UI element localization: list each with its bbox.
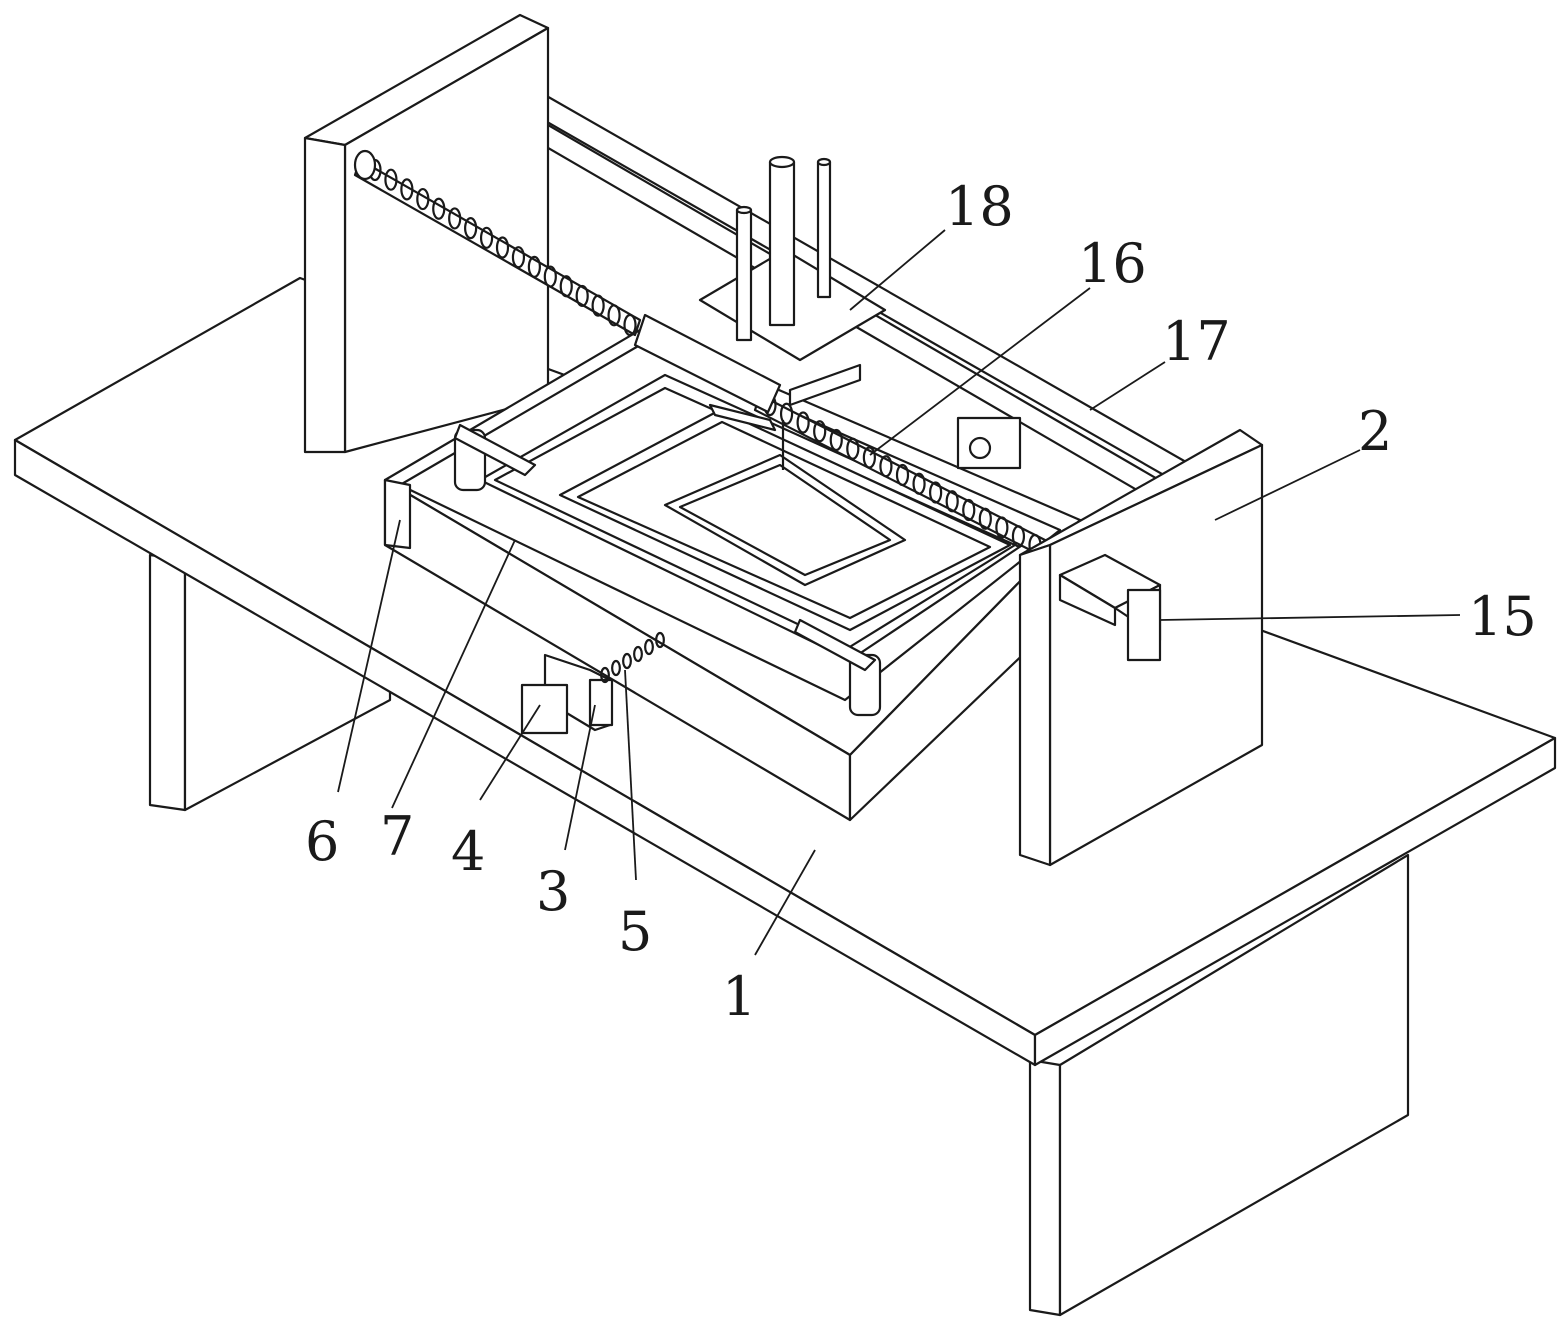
label-6: 6 xyxy=(305,810,339,873)
bearing xyxy=(970,438,990,458)
label-7: 7 xyxy=(380,805,414,868)
label-1: 1 xyxy=(722,965,756,1028)
label-5: 5 xyxy=(618,900,652,963)
label-4: 4 xyxy=(451,820,485,883)
label-3: 3 xyxy=(536,860,570,923)
label-2: 2 xyxy=(1358,400,1392,463)
label-18: 18 xyxy=(945,175,1014,238)
label-16: 16 xyxy=(1078,232,1147,295)
label-15: 15 xyxy=(1468,585,1537,648)
left-support-panel xyxy=(305,15,548,452)
label-17: 17 xyxy=(1162,310,1231,373)
